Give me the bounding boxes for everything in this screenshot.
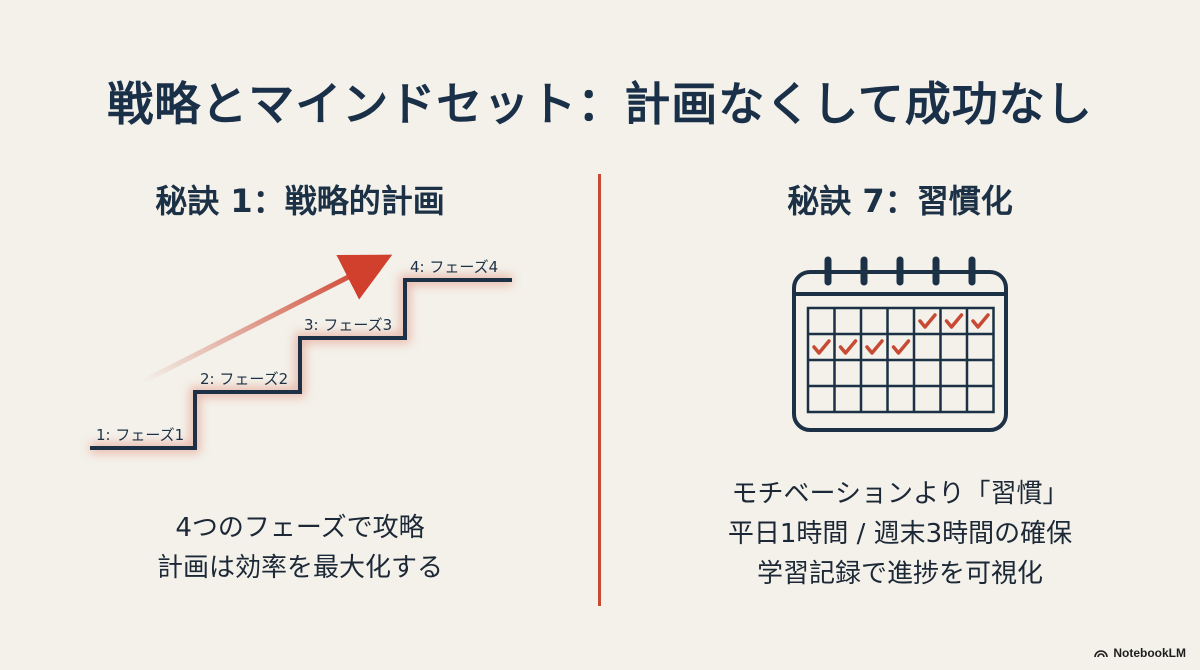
brand-label: NotebookLM — [1113, 646, 1186, 660]
step-label-4: 4: フェーズ4 — [410, 258, 498, 276]
page-title: 戦略とマインドセット：計画なくして成功なし — [107, 77, 1093, 131]
right-caption: モチベーションより「習慣」 平日1時間 / 週末3時間の確保 学習記録で進捗を可… — [660, 474, 1140, 594]
left-caption-line-2: 計画は効率を最大化する — [156, 553, 443, 583]
calendar-icon — [792, 256, 1008, 432]
check-mark-icon — [812, 339, 831, 355]
right-caption-line-1: モチベーションより「習慣」 — [731, 479, 1069, 509]
left-caption-line-1: 4つのフェーズで攻略 — [175, 513, 425, 543]
right-caption-line-3: 学習記録で進捗を可視化 — [756, 559, 1043, 589]
left-heading: 秘訣 1：戦略的計画 — [155, 182, 445, 220]
staircase-line — [90, 278, 512, 450]
check-mark-icon — [891, 339, 911, 355]
growth-arrow — [140, 254, 393, 385]
check-mark-icon — [865, 339, 884, 355]
check-mark-icon — [918, 313, 937, 329]
right-caption-line-2: 平日1時間 / 週末3時間の確保 — [727, 519, 1073, 549]
step-label-1: 1: フェーズ1 — [96, 426, 184, 444]
brand-badge: NotebookLM — [1094, 646, 1186, 660]
step-label-3: 3: フェーズ3 — [304, 316, 392, 334]
check-mark-icon — [944, 313, 964, 329]
step-label-2: 2: フェーズ2 — [200, 370, 288, 388]
column-divider — [598, 174, 601, 606]
left-caption: 4つのフェーズで攻略 計画は効率を最大化する — [60, 508, 540, 588]
check-mark-icon — [971, 313, 990, 329]
check-mark-icon — [838, 339, 858, 355]
right-heading: 秘訣 7：習慣化 — [787, 182, 1013, 220]
staircase-diagram: 1: フェーズ1 2: フェーズ2 3: フェーズ3 4: フェーズ4 — [90, 254, 512, 453]
notebooklm-icon — [1094, 650, 1109, 658]
